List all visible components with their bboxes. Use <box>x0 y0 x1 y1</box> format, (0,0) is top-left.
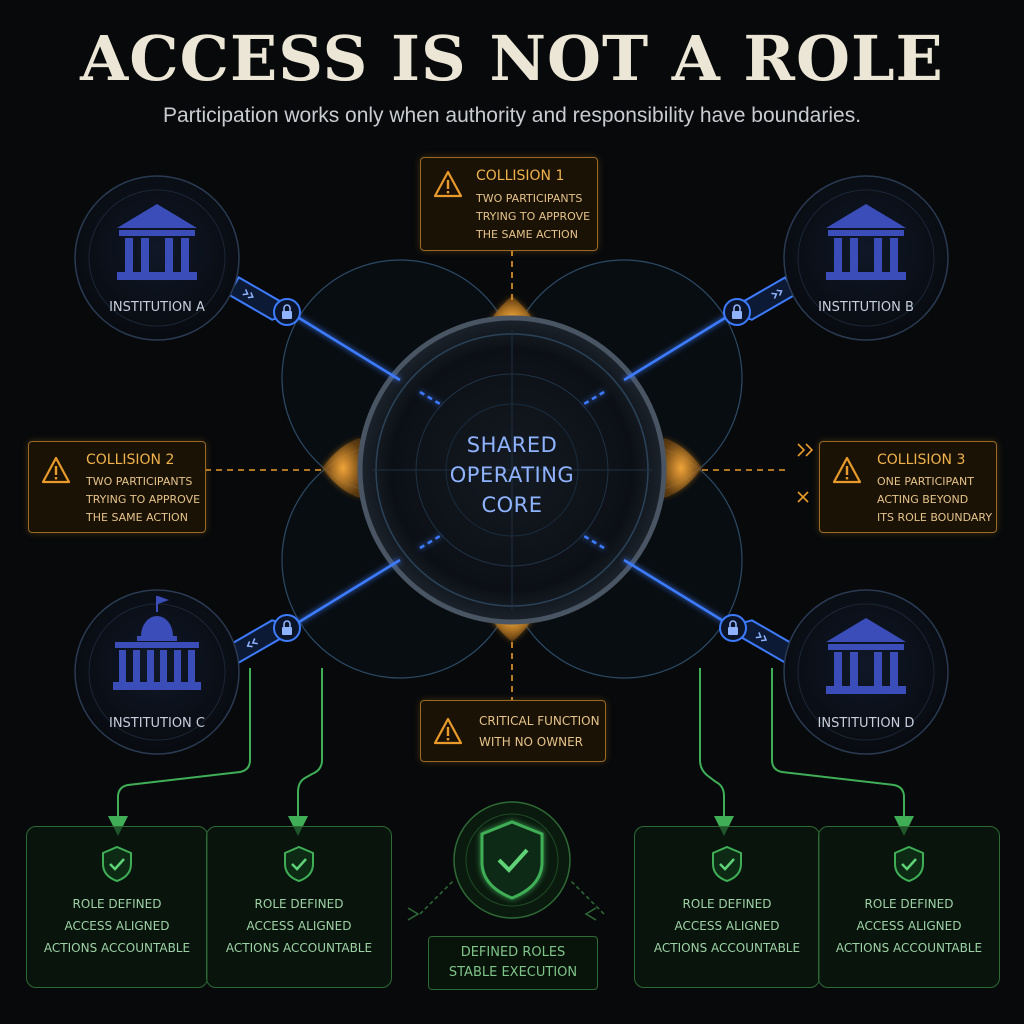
beam-institution-d <box>623 558 739 632</box>
collision-2-title: COLLISION 2 <box>86 452 175 468</box>
critical-function-box: CRITICAL FUNCTION WITH NO OWNER <box>420 700 606 762</box>
critical-function-line: WITH NO OWNER <box>479 735 584 749</box>
page-title: ACCESS IS NOT A ROLE <box>80 22 944 95</box>
core-label-line: SHARED <box>466 433 558 457</box>
flow-arrow-4 <box>771 668 914 836</box>
bank-building-icon <box>826 618 906 694</box>
institution-nodes <box>74 175 949 755</box>
institution-a-node <box>74 175 240 341</box>
collision-zone-right <box>660 438 702 498</box>
institution-d-label: INSTITUTION D <box>817 716 915 731</box>
collision-zone-left <box>322 438 364 498</box>
collision-3-arrows <box>797 443 814 503</box>
access-keycards <box>227 275 797 665</box>
stable-connectors <box>407 879 605 921</box>
role-box-2: ROLE DEFINED ACCESS ALIGNED ACTIONS ACCO… <box>206 826 392 988</box>
lock-icon <box>719 614 747 642</box>
role-line: ROLE DEFINED <box>682 897 772 911</box>
bank-building-icon <box>117 204 197 280</box>
collision-1-line: TRYING TO APPROVE <box>476 210 591 223</box>
critical-function-line: CRITICAL FUNCTION <box>479 714 600 728</box>
beam-institution-a <box>285 308 401 382</box>
flow-arrow-2 <box>288 668 323 836</box>
lock-icon <box>273 298 301 326</box>
collision-3-title: COLLISION 3 <box>877 452 966 468</box>
collision-2-line: THE SAME ACTION <box>86 511 188 524</box>
collision-3-line: ITS ROLE BOUNDARY <box>877 511 993 524</box>
role-line: ACTIONS ACCOUNTABLE <box>225 941 373 955</box>
stable-line: STABLE EXECUTION <box>448 965 578 980</box>
warning-icon <box>433 170 463 198</box>
beam-institution-c <box>285 558 401 632</box>
warning-icon <box>41 456 71 484</box>
institution-c-node <box>74 589 240 755</box>
institution-c-label: INSTITUTION C <box>109 716 205 731</box>
shield-check-icon <box>480 820 544 900</box>
shield-check-icon <box>284 845 314 883</box>
lock-icon <box>723 298 751 326</box>
core-label-line: OPERATING <box>449 463 575 487</box>
page-subtitle: Participation works only when authority … <box>162 104 862 127</box>
collision-3-line: ONE PARTICIPANT <box>877 475 974 488</box>
flow-arrow-3 <box>699 668 734 836</box>
collision-3-line: ACTING BEYOND <box>877 493 969 506</box>
shared-core <box>357 315 667 625</box>
role-line: ACCESS ALIGNED <box>246 919 352 933</box>
collision-1-line: THE SAME ACTION <box>476 228 578 241</box>
role-line: ACTIONS ACCOUNTABLE <box>43 941 191 955</box>
stable-line: DEFINED ROLES <box>460 945 566 960</box>
stable-shield <box>453 801 571 919</box>
stable-execution-box: DEFINED ROLES STABLE EXECUTION <box>428 936 598 990</box>
collision-1-box: COLLISION 1 TWO PARTICIPANTS TRYING TO A… <box>420 157 598 251</box>
collision-2-line: TRYING TO APPROVE <box>86 493 201 506</box>
lock-icons <box>273 298 751 642</box>
collision-1-line: TWO PARTICIPANTS <box>476 192 583 205</box>
collision-1-title: COLLISION 1 <box>476 168 565 184</box>
institution-d-node <box>783 589 949 755</box>
role-line: ROLE DEFINED <box>72 897 162 911</box>
shield-check-icon <box>894 845 924 883</box>
institution-b-label: INSTITUTION B <box>818 300 914 315</box>
core-label: SHARED OPERATING CORE <box>412 430 612 520</box>
role-box-3: ROLE DEFINED ACCESS ALIGNED ACTIONS ACCO… <box>634 826 820 988</box>
role-line: ROLE DEFINED <box>864 897 954 911</box>
collision-connectors <box>205 250 790 700</box>
role-line: ROLE DEFINED <box>254 897 344 911</box>
core-label-line: CORE <box>481 493 543 517</box>
role-box-4: ROLE DEFINED ACCESS ALIGNED ACTIONS ACCO… <box>818 826 1000 988</box>
role-line: ACCESS ALIGNED <box>674 919 780 933</box>
institution-a-label: INSTITUTION A <box>109 300 205 315</box>
role-box-1: ROLE DEFINED ACCESS ALIGNED ACTIONS ACCO… <box>26 826 208 988</box>
shield-check-icon <box>102 845 132 883</box>
institution-b-node <box>783 175 949 341</box>
flow-arrow-1 <box>108 668 251 836</box>
shield-check-icon <box>712 845 742 883</box>
collision-2-line: TWO PARTICIPANTS <box>86 475 193 488</box>
collision-3-box: COLLISION 3 ONE PARTICIPANT ACTING BEYON… <box>819 441 997 533</box>
bank-building-icon <box>826 204 906 280</box>
role-line: ACTIONS ACCOUNTABLE <box>653 941 801 955</box>
role-line: ACCESS ALIGNED <box>856 919 962 933</box>
beam-institution-b <box>623 308 739 382</box>
warning-icon <box>433 717 463 745</box>
role-flow-arrows <box>108 668 914 836</box>
access-beams <box>285 308 739 632</box>
capitol-building-icon <box>113 596 201 690</box>
lock-icon <box>273 614 301 642</box>
role-line: ACCESS ALIGNED <box>64 919 170 933</box>
warning-icon <box>832 456 862 484</box>
role-line: ACTIONS ACCOUNTABLE <box>835 941 983 955</box>
collision-2-box: COLLISION 2 TWO PARTICIPANTS TRYING TO A… <box>28 441 206 533</box>
